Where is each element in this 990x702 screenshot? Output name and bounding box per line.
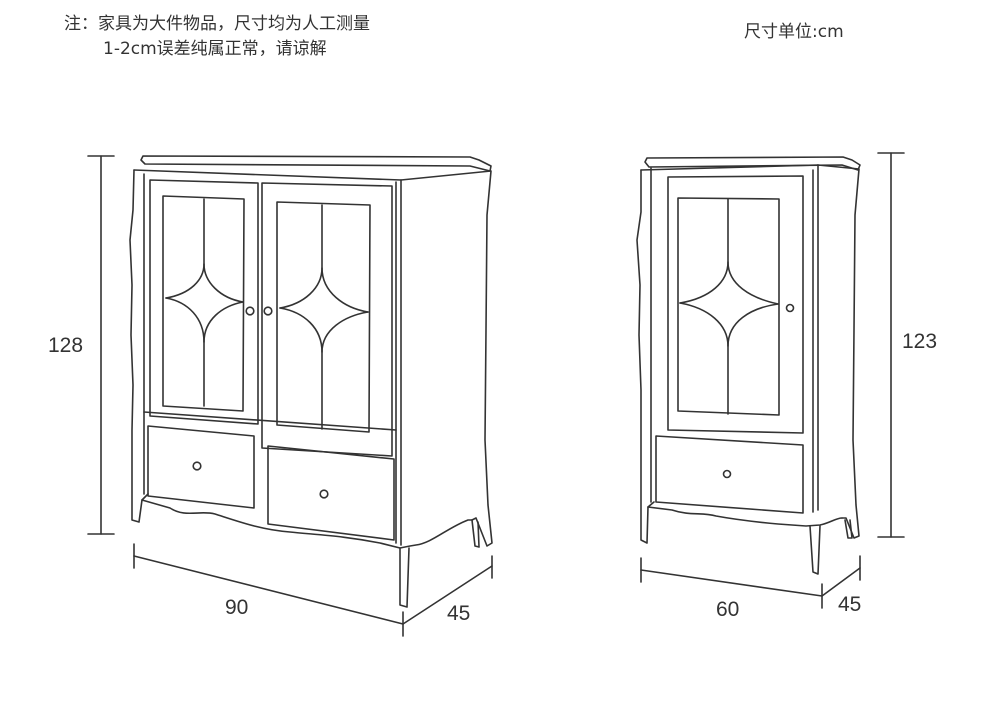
large-width-label: 90 xyxy=(225,596,248,619)
large-height-label: 128 xyxy=(48,334,83,357)
note-line-1: 注：家具为大件物品，尺寸均为人工测量 xyxy=(64,14,370,34)
small-depth-label: 45 xyxy=(838,593,861,616)
unit-label: 尺寸单位:cm xyxy=(744,22,844,42)
small-width-label: 60 xyxy=(716,598,739,621)
large-cabinet-drawing xyxy=(87,155,493,637)
disclaimer-note: 注：家具为大件物品，尺寸均为人工测量 1-2cm误差纯属正常，请谅解 xyxy=(64,12,370,62)
small-height-label: 123 xyxy=(902,330,937,353)
large-depth-label: 45 xyxy=(447,602,470,625)
note-line-2: 1-2cm误差纯属正常，请谅解 xyxy=(103,39,327,59)
small-cabinet-drawing xyxy=(636,152,905,609)
